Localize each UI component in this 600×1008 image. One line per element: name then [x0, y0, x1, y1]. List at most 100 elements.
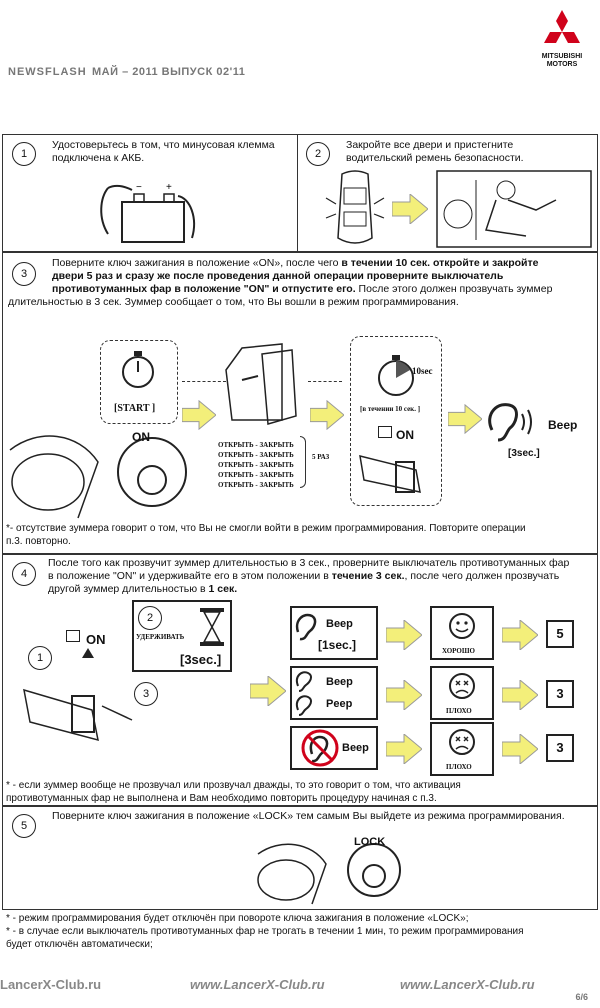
row1-step-num: 5	[546, 620, 574, 648]
lock-key-illustration	[257, 843, 401, 905]
arrow-right-icon	[502, 680, 538, 710]
row2-result-box	[430, 666, 494, 720]
brace	[300, 436, 306, 488]
step4-section	[2, 554, 598, 806]
lock-label: LOCK	[354, 836, 386, 848]
svg-text:+: +	[166, 182, 172, 193]
page-number: 6/6	[575, 992, 588, 1002]
steps-1-2-section	[2, 134, 598, 252]
arrow-right-icon	[386, 620, 422, 650]
fog-light-icon	[66, 630, 80, 642]
step4-on-label: ON	[86, 632, 106, 647]
step4-number: 4	[12, 562, 36, 586]
ten-sec-label: 10sec	[412, 366, 433, 376]
open-door-illustration	[225, 343, 297, 425]
row3-result-box	[430, 722, 494, 776]
triangle-pointer-icon	[82, 648, 94, 658]
row2-result-label: ПЛОХО	[446, 707, 472, 715]
callout-1: 1	[28, 646, 52, 670]
hold-label: УДЕРЖИВАТЬ	[136, 633, 185, 641]
step1-number: 1	[12, 142, 36, 166]
row1-result-label: ХОРОШО	[442, 647, 475, 655]
step4-text: После того как прозвучит зуммер длительн…	[48, 557, 570, 595]
callout-3: 3	[134, 682, 158, 706]
step5-number: 5	[12, 814, 36, 838]
open-close-item: ОТКРЫТЬ - ЗАКРЫТЬ	[218, 451, 294, 459]
step4-note: * - если зуммер вообще не прозвучал или …	[6, 780, 461, 804]
ten-sec-box	[350, 336, 442, 506]
open-close-item: ОТКРЫТЬ - ЗАКРЫТЬ	[218, 441, 294, 449]
footer-watermark-middle: www.LancerX-Club.ru	[190, 977, 325, 992]
arrow-right-icon	[310, 400, 344, 430]
open-close-item: ОТКРЫТЬ - ЗАКРЫТЬ	[218, 481, 294, 489]
arrow-right-icon	[182, 400, 216, 430]
open-close-item: ОТКРЫТЬ - ЗАКРЫТЬ	[218, 471, 294, 479]
no-sound-icon	[301, 729, 339, 767]
sad-face-icon	[449, 729, 475, 755]
newsflash-label: NEWSFLASH	[8, 66, 87, 78]
step3-note: *- отсутствие зуммера говорит о том, что…	[6, 523, 526, 547]
row3-result-label: ПЛОХО	[446, 763, 472, 771]
hold-time-label: [3sec.]	[180, 652, 222, 667]
seatbelt-illustration	[436, 170, 592, 248]
ear-icon	[488, 403, 532, 442]
sad-face-icon	[449, 673, 475, 699]
five-times-label: 5 РАЗ	[312, 453, 330, 461]
ignition-key-illustration	[9, 435, 187, 519]
step5-text: Поверните ключ зажигания в положение «LO…	[52, 810, 565, 822]
mitsubishi-logo: MITSUBISHI MOTORS	[532, 8, 592, 69]
arrow-right-icon	[250, 676, 286, 706]
hourglass-icon	[200, 608, 224, 646]
fog-switch-stalk-illustration	[359, 454, 421, 493]
stopwatch-10sec-icon	[378, 355, 414, 396]
step1-text: Удостоверьтесь в том, что минусовая клем…	[52, 139, 275, 164]
three-sec-label: [3sec.]	[508, 448, 540, 459]
row1-beep-label: Beep	[326, 618, 353, 630]
open-close-item: ОТКРЫТЬ - ЗАКРЫТЬ	[218, 461, 294, 469]
footer-watermark-left: LancerX-Club.ru	[0, 977, 102, 992]
row2-peep-label: Peep	[326, 698, 353, 710]
step3-section	[2, 252, 598, 554]
car-top-view-illustration	[325, 170, 385, 244]
within-10-label: [в течении 10 сек. ]	[360, 405, 421, 413]
row2-beep-label: Beep	[326, 676, 353, 688]
dash-connector	[182, 381, 226, 382]
brand-line1: MITSUBISHI	[541, 53, 583, 60]
step3-number: 3	[12, 262, 36, 286]
fog-light-icon	[378, 426, 392, 438]
callout-2: 2	[138, 606, 162, 630]
three-diamonds-icon	[544, 10, 580, 43]
on-label: ON	[132, 430, 150, 444]
svg-text:−: −	[136, 182, 142, 193]
stopwatch-icon	[122, 351, 154, 388]
step3-text: Поверните ключ зажигания в положение «ON…	[52, 257, 553, 295]
start-stopwatch-box	[100, 340, 178, 424]
fog-switch-stalk-illustration	[23, 688, 133, 742]
brand-line2: MOTORS	[546, 61, 578, 68]
arrow-right-icon	[502, 734, 538, 764]
battery-illustration: − +	[100, 182, 196, 243]
arrow-right-icon	[392, 194, 428, 224]
row1-time-label: [1sec.]	[318, 638, 357, 652]
ear-icon	[295, 613, 317, 641]
open-close-list: ОТКРЫТЬ - ЗАКРЫТЬ ОТКРЫТЬ - ЗАКРЫТЬ ОТКР…	[218, 440, 294, 490]
step5-section	[2, 806, 598, 910]
step2-text: Закройте все двери и пристегните водител…	[346, 139, 524, 164]
on-label-2: ON	[396, 428, 414, 442]
row1-result-box	[430, 606, 494, 660]
step5-notes: * - режим программирования будет отключё…	[6, 913, 524, 950]
step3-text-line4: длительностью в 3 сек. Зуммер сообщает о…	[8, 296, 459, 308]
start-label: [START ]	[114, 403, 156, 414]
arrow-right-icon	[448, 404, 482, 434]
row2-step-num: 3	[546, 680, 574, 708]
footer-watermark-right: www.LancerX-Club.ru	[400, 977, 535, 992]
arrow-right-icon	[502, 620, 538, 650]
arrow-right-icon	[386, 680, 422, 710]
issue-label: МАЙ – 2011 ВЫПУСК 02'11	[92, 66, 246, 78]
arrow-right-icon	[386, 734, 422, 764]
ear-icon	[296, 671, 313, 716]
dash-connector-2	[308, 381, 342, 382]
beep-label: Beep	[548, 418, 578, 432]
row3-step-num: 3	[546, 734, 574, 762]
row3-beep-label: Beep	[342, 742, 369, 754]
